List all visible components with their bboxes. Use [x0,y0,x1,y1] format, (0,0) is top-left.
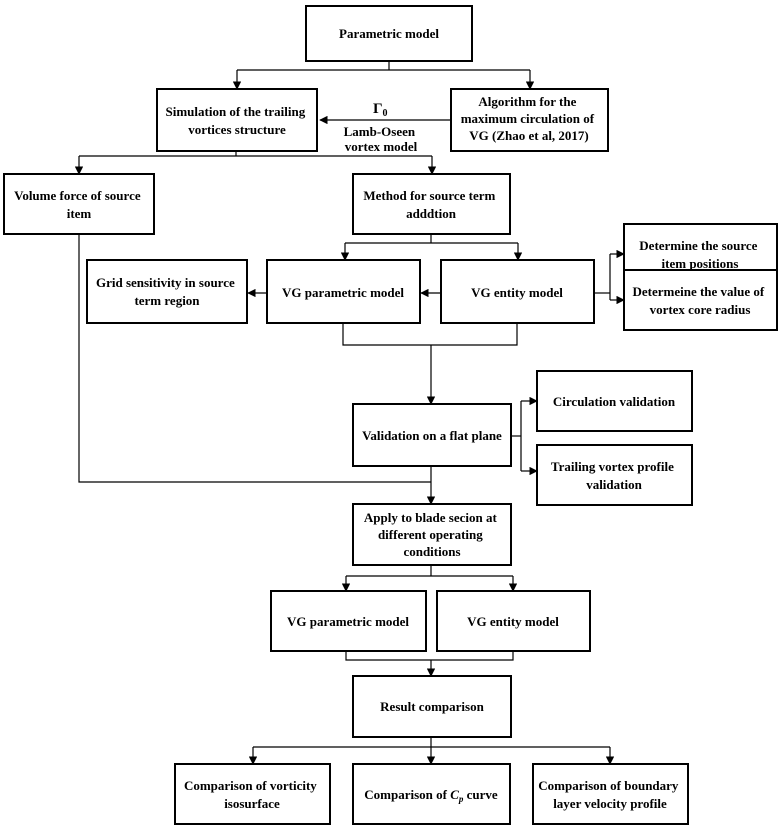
node-apply-blade-section: Apply to blade secion at different opera… [352,503,512,566]
node-determine-core-radius: Determeine the value of vortex core radi… [623,269,778,331]
node-algorithm-max-circulation: Algorithm for the maximum circulation of… [450,88,609,152]
svg-text:Validation on a flat plane: Validation on a flat plane [362,428,502,443]
svg-text:VG entity model: VG entity model [471,285,563,300]
lamb-oseen-label: Lamb-Oseen vortex model [344,124,419,154]
node-circulation-validation: Circulation validation [536,370,693,432]
svg-text:Result comparison: Result comparison [380,699,484,714]
svg-text:VG parametric model: VG parametric model [282,285,404,300]
node-parametric-model: Parametric model [305,5,473,62]
svg-text:Circulation validation: Circulation validation [553,394,676,409]
svg-text:Parametric model: Parametric model [339,26,439,41]
node-comparison-boundary-layer: Comparison of boundary layer velocity pr… [532,763,689,825]
node-method-source-term: Method for source term adddtion [352,173,511,235]
node-simulation-trailing-vortices: Simulation of the trailing vortices stru… [156,88,318,152]
node-comparison-cp-curve: Comparison of Cp curve [352,763,511,825]
svg-text:Apply to blade secion at: Apply to blade secion at different opera… [364,510,500,559]
node-grid-sensitivity: Grid sensitivity in source term region [86,259,248,324]
node-trailing-vortex-profile: Trailing vortex profile validation [536,444,693,506]
svg-text:Algorithm for the maximu: Algorithm for the maximum circulation of… [461,94,598,143]
connectors [74,61,625,765]
svg-text:Determine the source ite: Determine the source item positions [639,238,760,271]
node-vg-parametric-model: VG parametric model [266,259,421,324]
node-vg-entity-model-2: VG entity model [436,590,591,652]
svg-text:VG parametric model: VG parametric model [287,614,409,629]
svg-text:Grid sensitivity in source: Grid sensitivity in source term region [96,275,238,308]
node-result-comparison: Result comparison [352,675,512,738]
svg-text:VG entity model: VG entity model [467,614,559,629]
svg-text:Comparison of Cp curve: Comparison of Cp curve [364,787,498,804]
node-vg-entity-model: VG entity model [440,259,595,324]
gamma-zero-label: Γ0 [373,101,388,119]
svg-text:Volume force of source i: Volume force of source item [14,188,144,221]
svg-text:Comparison of vorticity: Comparison of vorticity isosurface [184,778,320,811]
node-vg-parametric-model-2: VG parametric model [270,590,427,652]
svg-text:Trailing vortex profile: Trailing vortex profile validation [551,459,677,492]
svg-text:Determeine the value of: Determeine the value of vortex core radi… [632,284,767,317]
node-volume-force: Volume force of source item [3,173,155,235]
node-validation-flat-plane: Validation on a flat plane [352,403,512,467]
svg-text:Comparison of boundary l: Comparison of boundary layer velocity pr… [538,778,681,811]
svg-text:Simulation of the trailing: Simulation of the trailing vortices stru… [165,104,308,137]
node-comparison-vorticity: Comparison of vorticity isosurface [174,763,331,825]
svg-text:Method for source term a: Method for source term adddtion [363,188,498,221]
